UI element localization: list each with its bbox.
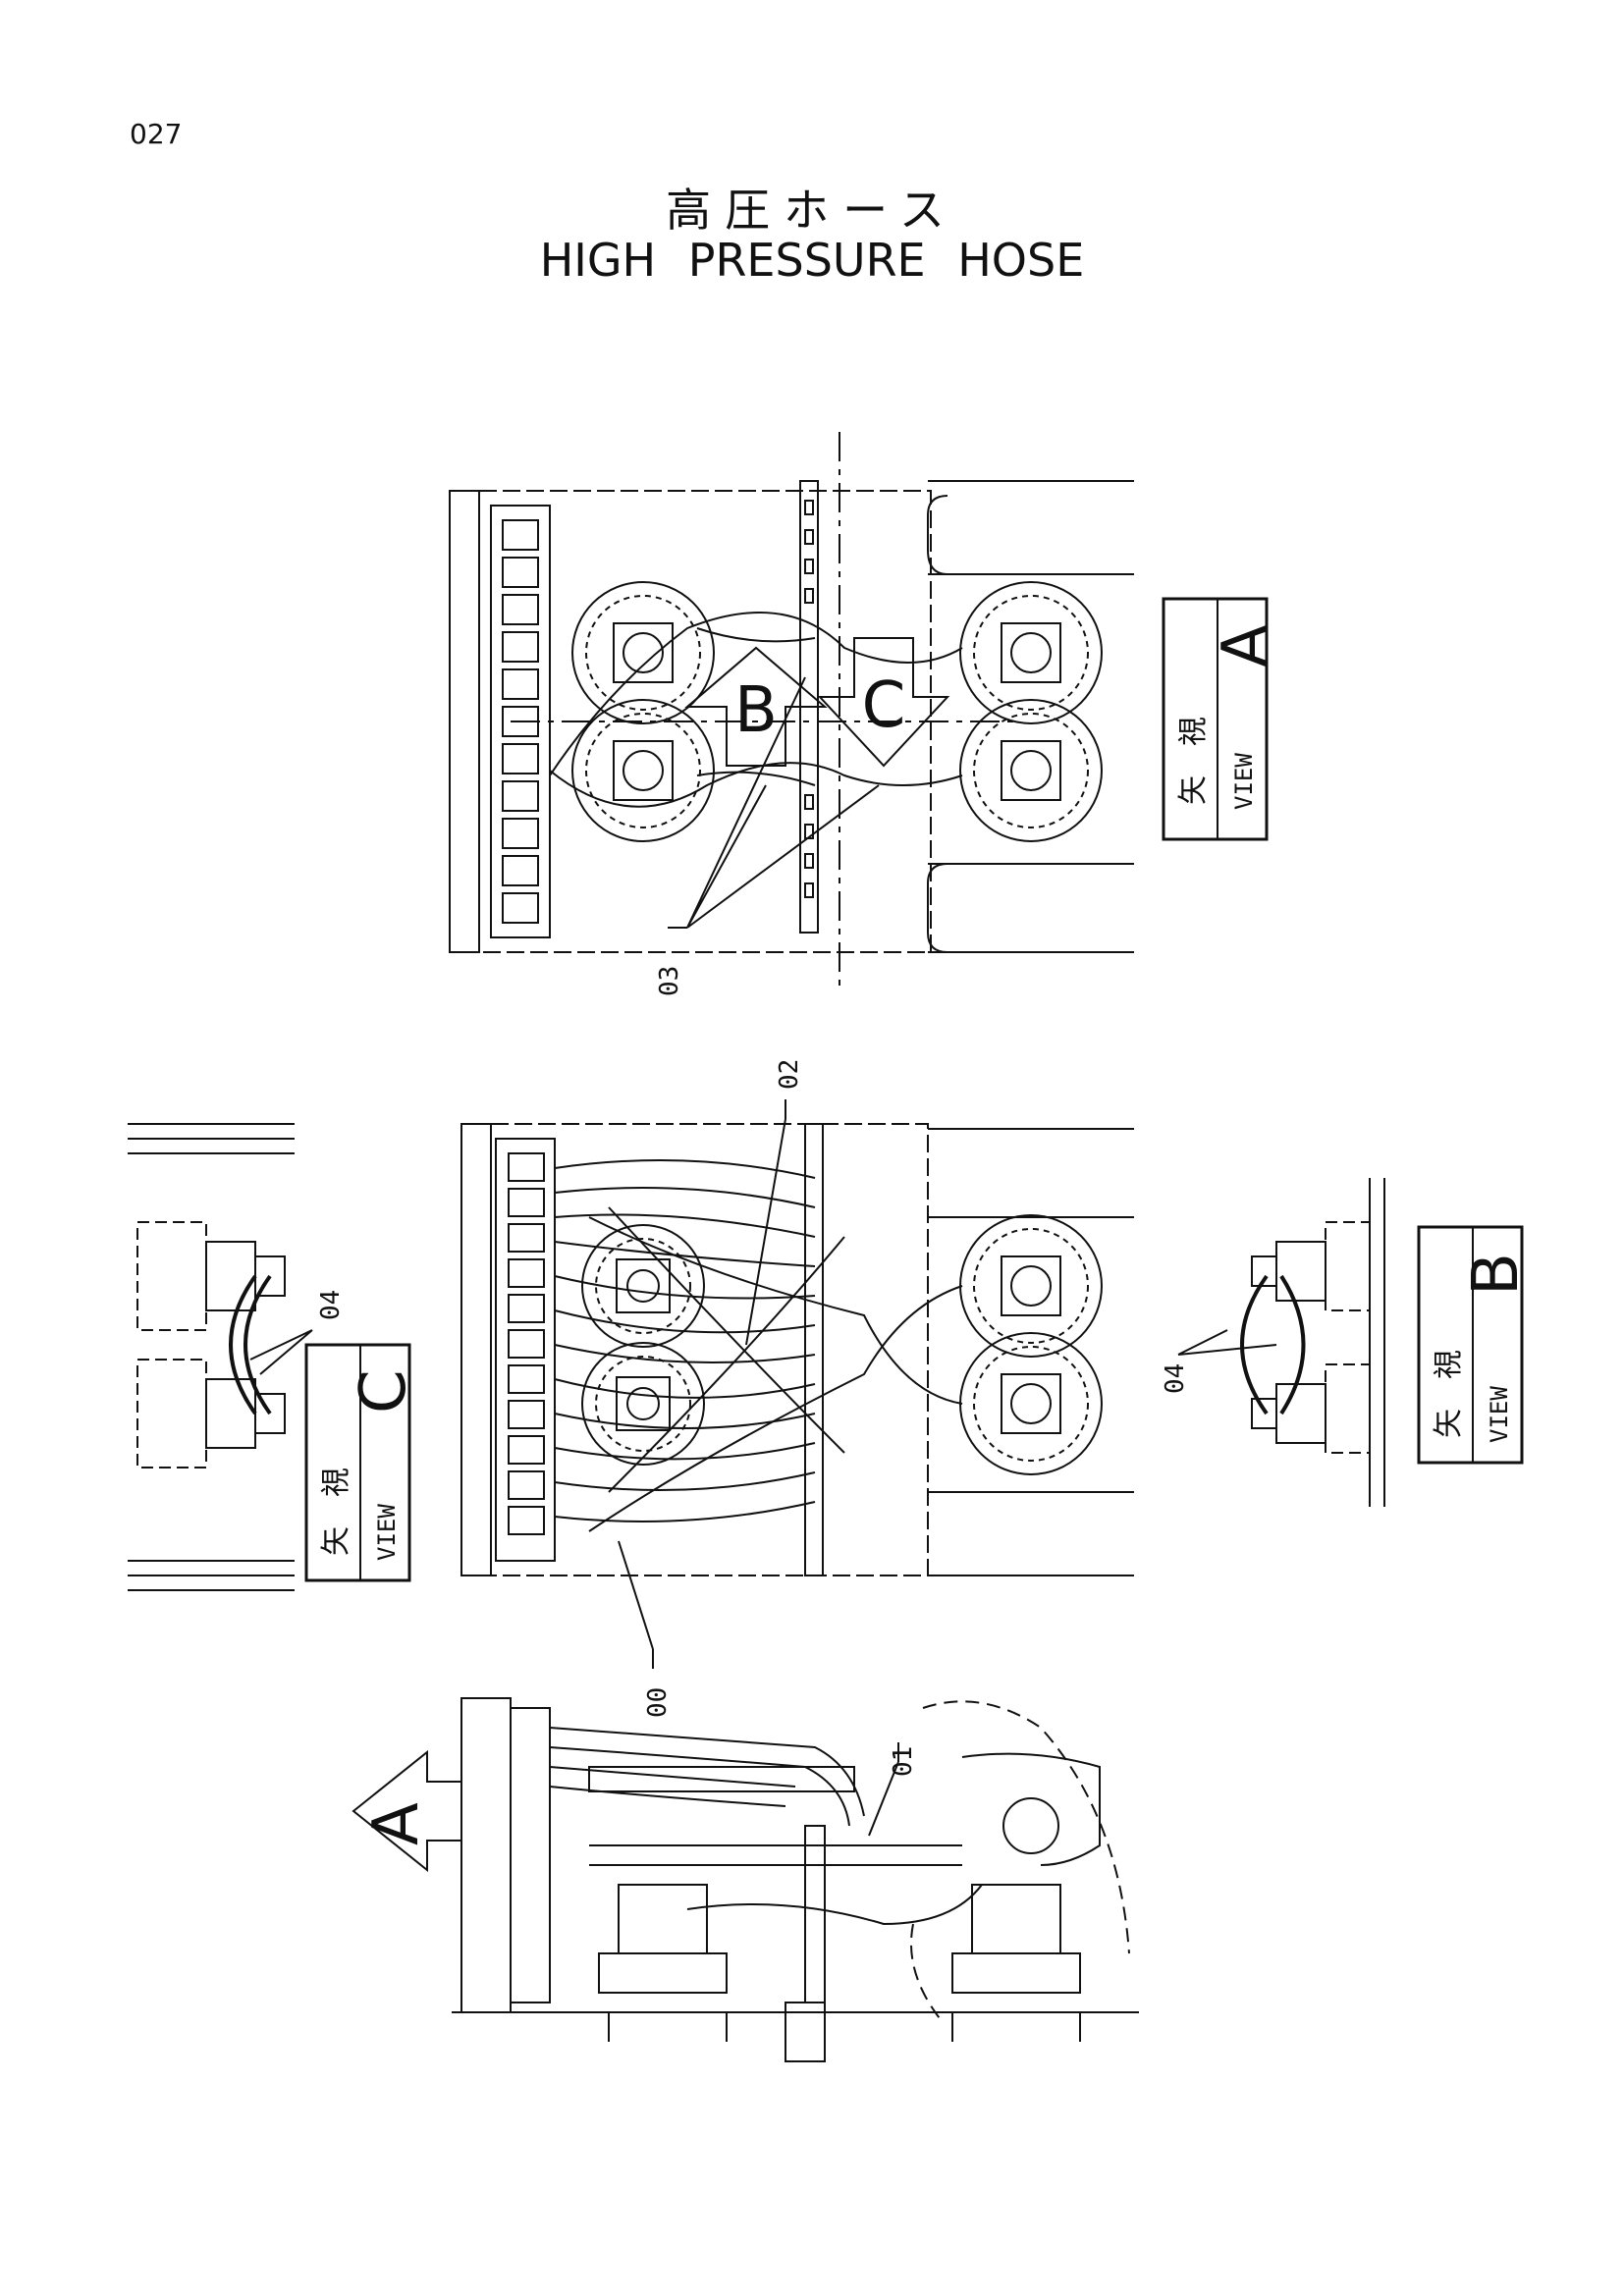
view-b-letter: B xyxy=(1460,1253,1533,1296)
callout-01: 01 xyxy=(889,1746,918,1777)
callout-00: 00 xyxy=(643,1687,673,1718)
view-c-box: 矢 視 VIEW C xyxy=(304,1343,420,1582)
view-c-detail: 04 xyxy=(128,1123,346,1591)
view-b-kanji1: 矢 xyxy=(1432,1409,1466,1438)
side-view: 01 A xyxy=(352,1697,1139,2062)
right-motors-top xyxy=(959,581,1103,842)
view-a-word: VIEW xyxy=(1230,753,1258,810)
top-view: B C 03 xyxy=(449,432,1134,996)
valve-block-column xyxy=(502,519,539,924)
callout-02: 02 xyxy=(775,1059,804,1090)
view-c-letter: C xyxy=(348,1369,420,1414)
view-c-kanji1: 矢 xyxy=(319,1526,353,1556)
view-arrow-b: B xyxy=(684,646,828,767)
view-a-letter: A xyxy=(1210,624,1282,667)
title-japanese: 高圧ホース xyxy=(666,184,958,237)
view-b-kanji2: 視 xyxy=(1432,1350,1466,1379)
view-a-box: 矢 視 VIEW A xyxy=(1162,597,1282,841)
view-c-kanji2: 視 xyxy=(319,1468,353,1497)
left-motors-top xyxy=(571,581,715,842)
callout-04-left: 04 xyxy=(316,1290,346,1320)
callout-03: 03 xyxy=(655,966,684,996)
view-b-detail: 04 xyxy=(1161,1178,1385,1507)
arrow-a-label: A xyxy=(360,1802,433,1845)
title-english: HIGH PRESSURE HOSE xyxy=(539,234,1085,287)
page-number: 027 xyxy=(130,118,183,150)
view-a-kanji1: 矢 xyxy=(1176,775,1211,805)
arrow-c-label: C xyxy=(862,669,906,742)
view-a-kanji2: 視 xyxy=(1176,717,1211,746)
arrow-b-label: B xyxy=(734,674,778,747)
view-b-word: VIEW xyxy=(1486,1386,1513,1443)
view-arrow-c: C xyxy=(817,637,950,768)
view-arrow-a: A xyxy=(352,1749,462,1873)
valve-block-column-mid xyxy=(508,1152,545,1535)
callout-04-right: 04 xyxy=(1161,1363,1190,1394)
view-b-box: 矢 視 VIEW B xyxy=(1417,1225,1533,1465)
view-c-word: VIEW xyxy=(373,1504,401,1561)
middle-view: 02 00 xyxy=(460,1059,1134,1718)
